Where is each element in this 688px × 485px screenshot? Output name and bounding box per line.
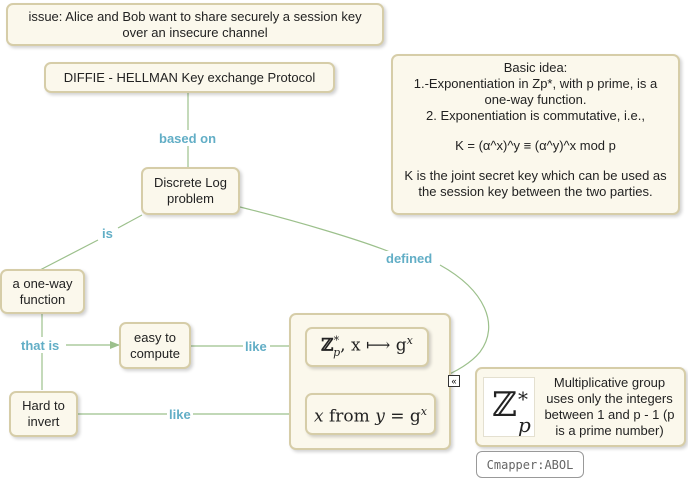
link-label-defined: defined xyxy=(384,251,435,266)
hard-invert-node[interactable]: Hard to invert xyxy=(9,391,78,437)
basic-idea-line3: K is the joint secret key which can be u… xyxy=(404,168,667,199)
issue-text: issue: Alice and Bob want to share secur… xyxy=(28,8,362,40)
credit-stamp: Cmapper:ABOL xyxy=(476,451,584,478)
link-label-like-1: like xyxy=(243,339,269,354)
link-label-like-2: like xyxy=(167,407,193,422)
issue-node[interactable]: issue: Alice and Bob want to share secur… xyxy=(6,3,384,46)
group-symbol-box: ℤ*p xyxy=(483,377,535,437)
discrete-log-text: Discrete Log problem xyxy=(154,175,227,206)
protocol-text: DIFFIE - HELLMAN Key exchange Protocol xyxy=(63,69,316,85)
basic-idea-title: Basic idea: xyxy=(503,60,568,75)
basic-idea-line1: 1.-Exponentiation in Zp*, with p prime, … xyxy=(413,76,658,107)
one-way-text: a one-way function xyxy=(12,275,73,307)
collapse-icon[interactable]: « xyxy=(448,375,460,387)
map-formula: ℤ*p, x ⟼ gx xyxy=(321,334,413,359)
basic-idea-node[interactable]: Basic idea: 1.-Exponentiation in Zp*, wi… xyxy=(391,54,680,215)
inverse-formula: x from y = gx xyxy=(314,404,427,427)
link-label-is: is xyxy=(100,226,115,241)
group-node[interactable]: ℤ*p Multiplicative group uses only the i… xyxy=(475,367,686,447)
basic-idea-line2: 2. Exponentiation is commutative, i.e., xyxy=(426,108,645,123)
inverse-formula-node[interactable]: x from y = gx xyxy=(305,393,436,435)
discrete-log-node[interactable]: Discrete Log problem xyxy=(141,167,240,215)
link-discrete-log-is xyxy=(117,214,143,229)
link-discrete-log-defined xyxy=(239,206,391,253)
hard-invert-text: Hard to invert xyxy=(22,398,65,429)
one-way-node[interactable]: a one-way function xyxy=(0,269,85,314)
link-label-based-on: based on xyxy=(157,131,219,146)
link-is-one-way xyxy=(39,239,99,271)
protocol-node[interactable]: DIFFIE - HELLMAN Key exchange Protocol xyxy=(44,62,335,93)
easy-compute-node[interactable]: easy to compute xyxy=(119,322,191,369)
group-symbol: ℤ*p xyxy=(492,385,531,437)
basic-idea-formula: K = (α^x)^y ≡ (α^y)^x mod p xyxy=(455,138,616,153)
link-label-that-is: that is xyxy=(19,338,62,353)
map-formula-node[interactable]: ℤ*p, x ⟼ gx xyxy=(305,327,429,367)
group-text: Multiplicative group uses only the integ… xyxy=(544,375,675,438)
easy-compute-text: easy to compute xyxy=(130,329,180,361)
